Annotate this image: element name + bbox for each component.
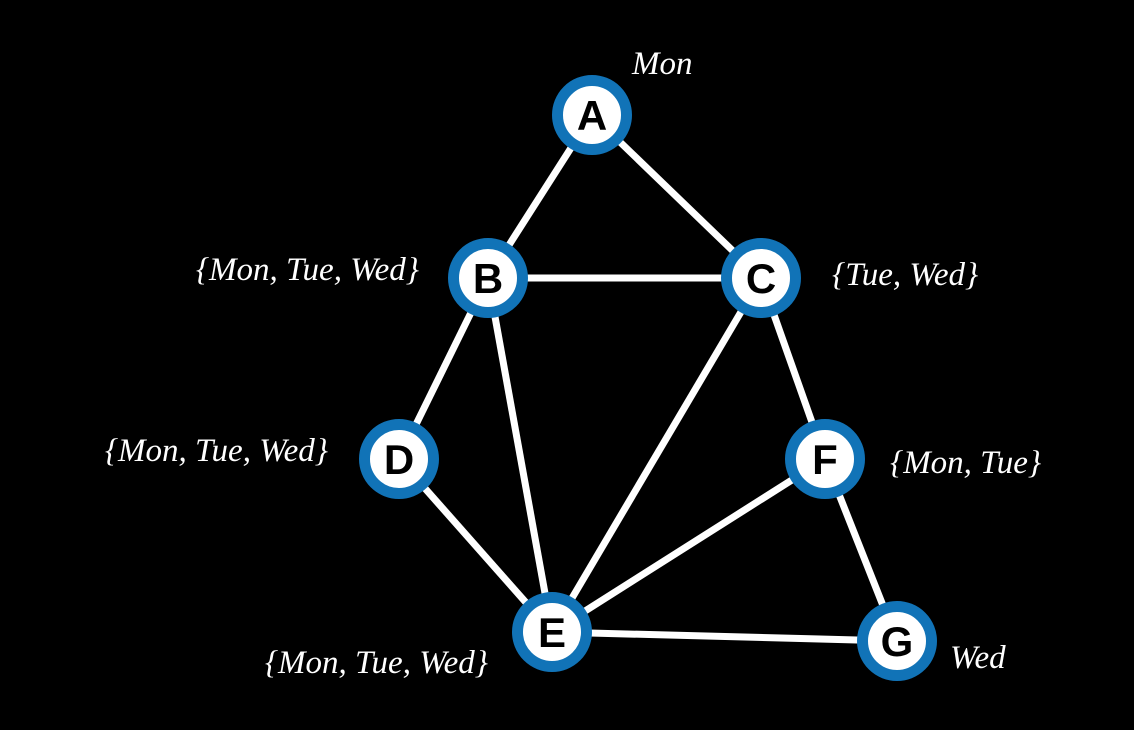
edge-C-E: [548, 276, 765, 634]
node-G-domain-label: Wed: [950, 640, 1006, 676]
node-F: F: [785, 419, 865, 499]
node-E-domain-label: {Mon, Tue, Wed}: [265, 645, 488, 681]
node-C-circle: [721, 238, 801, 318]
node-D-domain-label: {Mon, Tue, Wed}: [105, 433, 328, 469]
node-D-letter: D: [384, 436, 414, 483]
node-D-circle: [359, 419, 439, 499]
edge-E-F: [550, 456, 827, 635]
node-F-circle: [785, 419, 865, 499]
node-G: G: [857, 601, 937, 681]
node-A-domain-label: Mon: [631, 46, 693, 82]
node-C: C: [721, 238, 801, 318]
node-A: A: [552, 75, 632, 155]
node-A-circle: [552, 75, 632, 155]
node-F-letter: F: [812, 436, 838, 483]
node-F-domain-label: {Mon, Tue}: [890, 445, 1041, 481]
node-D: D: [359, 419, 439, 499]
labels-layer: Mon {Mon, Tue, Wed} {Tue, Wed} {Mon, Tue, W…: [105, 46, 1041, 681]
node-B-circle: [448, 238, 528, 318]
node-E-circle: [512, 592, 592, 672]
node-B: B: [448, 238, 528, 318]
node-B-letter: B: [473, 255, 503, 302]
edge-B-E: [484, 277, 556, 633]
node-E-letter: E: [538, 609, 566, 656]
node-E: E: [512, 592, 592, 672]
node-G-circle: [857, 601, 937, 681]
node-B-domain-label: {Mon, Tue, Wed}: [196, 252, 419, 288]
node-C-domain-label: {Tue, Wed}: [832, 257, 978, 293]
node-A-letter: A: [577, 92, 607, 139]
edge-E-G: [551, 628, 898, 645]
node-G-letter: G: [881, 618, 914, 665]
nodes-layer: A B C D E F G: [359, 75, 937, 681]
node-C-letter: C: [746, 255, 776, 302]
